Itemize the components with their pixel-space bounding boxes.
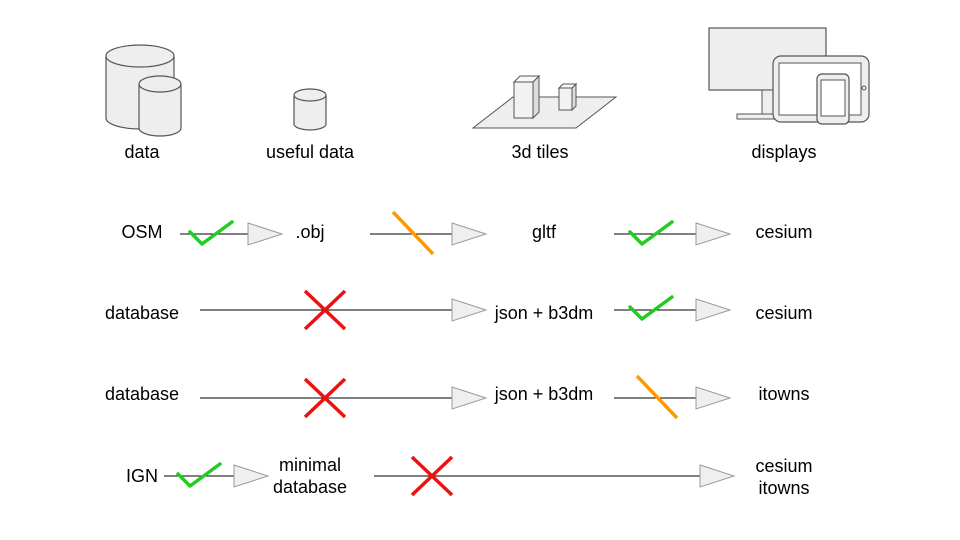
row4-status-mark-2 xyxy=(410,455,454,497)
database-icon-large xyxy=(105,44,182,137)
header-displays: displays xyxy=(751,142,817,162)
header-3d-tiles: 3d tiles xyxy=(511,142,569,162)
row2-target: cesium xyxy=(755,303,813,323)
row2-source: database xyxy=(104,303,180,323)
row2-arrowhead-1 xyxy=(451,298,488,322)
row4-source: IGN xyxy=(125,466,159,486)
row1-status-mark-3 xyxy=(628,220,674,246)
row1-arrowhead-1 xyxy=(247,222,284,246)
row3-format: json + b3dm xyxy=(494,384,594,404)
database-icon-small xyxy=(293,88,327,131)
3d-tiles-icon xyxy=(471,74,618,129)
row2-format: json + b3dm xyxy=(494,303,594,323)
row4-arrowhead-1 xyxy=(233,464,270,488)
flow-layer xyxy=(164,210,736,497)
row4-status-mark-1 xyxy=(176,462,222,488)
row1-source: OSM xyxy=(121,222,163,242)
row1-format: gltf xyxy=(531,222,557,242)
row3-source: database xyxy=(104,384,180,404)
row1-arrowhead-3 xyxy=(695,222,732,246)
row1-target: cesium xyxy=(755,222,813,242)
header-useful-data: useful data xyxy=(265,142,355,162)
header-data: data xyxy=(124,142,160,162)
row2-status-mark-2 xyxy=(628,295,674,321)
row2-arrowhead-2 xyxy=(695,298,732,322)
row1-arrowhead-2 xyxy=(451,222,488,246)
displays-icon xyxy=(708,27,870,125)
row3-target: itowns xyxy=(758,384,810,404)
row4-target: cesium itowns xyxy=(755,456,813,498)
row4-arrowhead-2 xyxy=(699,464,736,488)
row3-arrowhead-2 xyxy=(695,386,732,410)
row3-status-mark-1 xyxy=(303,377,347,419)
row1-status-mark-1 xyxy=(188,220,234,246)
row2-status-mark-1 xyxy=(303,289,347,331)
row3-status-mark-2 xyxy=(635,374,679,420)
row1-status-mark-2 xyxy=(391,210,435,256)
row4-middle: minimal database xyxy=(272,455,348,497)
row3-arrowhead-1 xyxy=(451,386,488,410)
row1-middle: .obj xyxy=(295,222,325,242)
